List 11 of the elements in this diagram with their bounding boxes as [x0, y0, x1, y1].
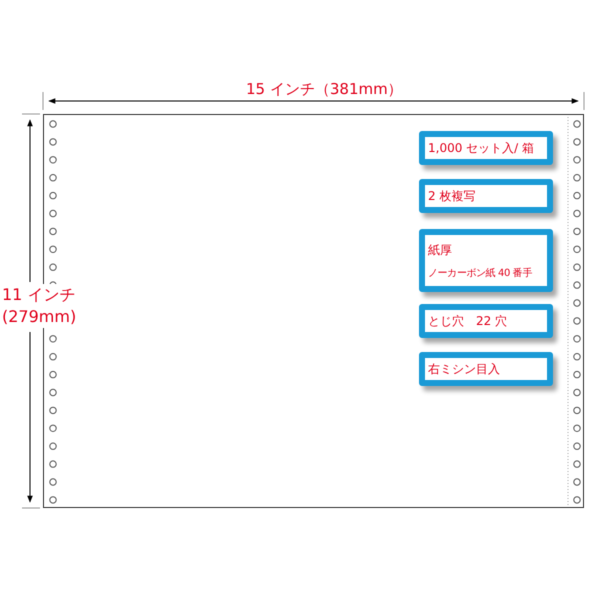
callout-text: ノーカーボン紙 40 番手 [428, 266, 533, 281]
callout-box [419, 229, 553, 292]
callout-text: とじ穴 22 穴 [428, 313, 508, 329]
callout-box [419, 304, 553, 338]
callout-text: 右ミシン目入 [428, 361, 501, 377]
callout-box [419, 131, 553, 165]
callout-text: 紙厚 [428, 242, 453, 259]
callout-text: 2 枚複写 [428, 188, 476, 204]
callout-text: 1,000 セット入/ 箱 [428, 140, 536, 156]
callout-box [419, 352, 553, 386]
callout-box [419, 179, 553, 213]
